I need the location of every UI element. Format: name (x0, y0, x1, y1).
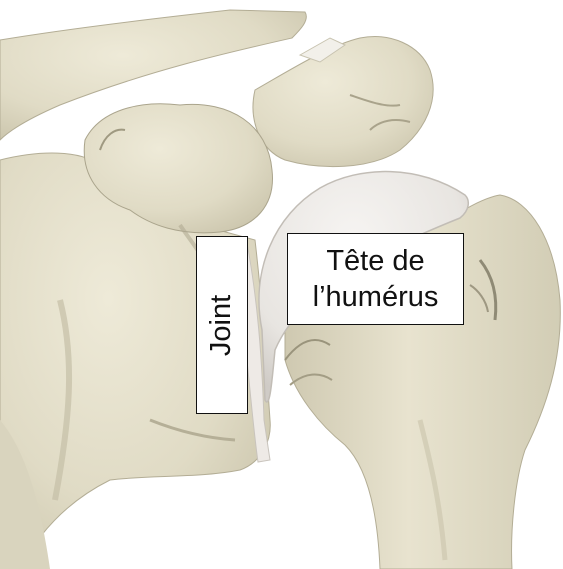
humeral-head-label-line-2: l’humérus (313, 279, 439, 315)
acromion (253, 37, 433, 167)
humeral-head-label: Tête de l’humérus (287, 233, 464, 325)
joint-label: Joint (196, 236, 248, 414)
joint-label-text: Joint (206, 294, 239, 355)
humeral-head-label-line-1: Tête de (326, 243, 424, 279)
